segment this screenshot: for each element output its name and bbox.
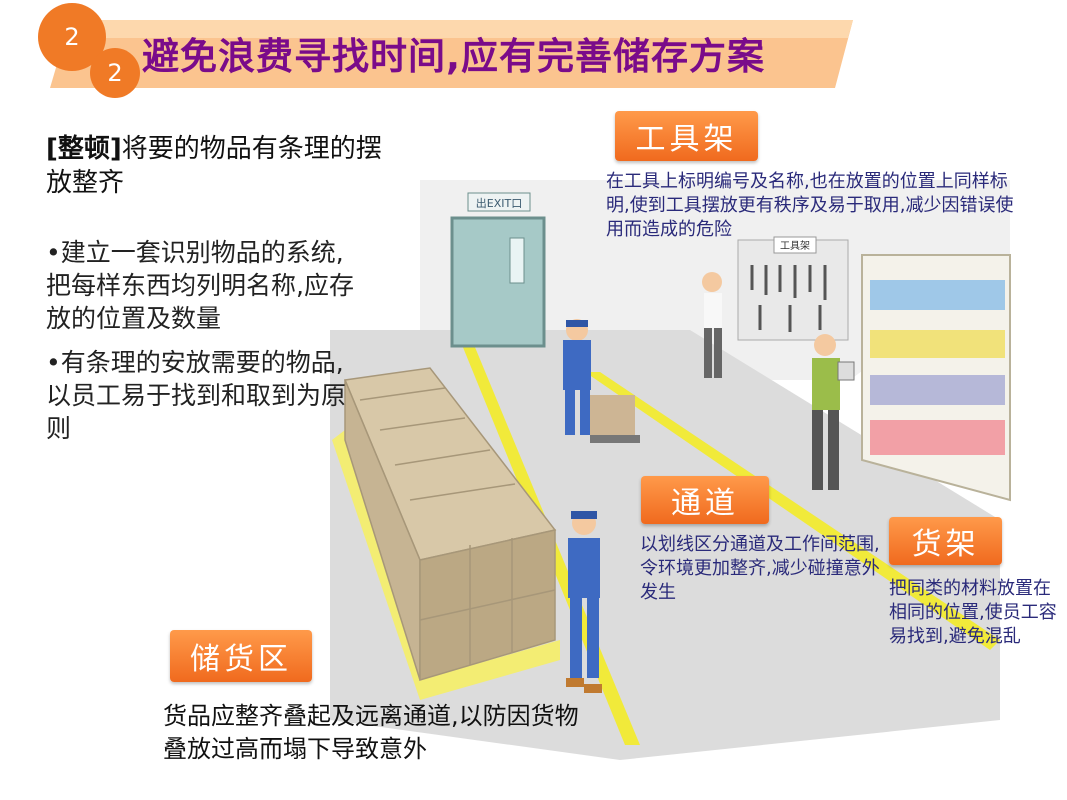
aisle-line-right (585, 372, 1000, 650)
bullet-item-1: •建立一套识别物品的系统,把每样东西均列明名称,应存放的位置及数量 (46, 238, 354, 333)
bullet-item-2: •有条理的安放需要的物品,以员工易于找到和取到为原则 (46, 348, 347, 443)
shelf-rolls (870, 280, 1005, 455)
svg-text:出EXIT口: 出EXIT口 (476, 196, 522, 210)
exit-door-frame (450, 216, 546, 348)
worker-at-boxes (566, 511, 602, 693)
page-title: 避免浪费寻找时间,应有完善储存方案 (142, 35, 766, 78)
stacked-boxes (343, 367, 557, 682)
intro-body: 将要的物品有条理的摆放整齐 (46, 134, 382, 198)
svg-text:工具架: 工具架 (780, 240, 810, 252)
tag-storage-area: 储货区 (170, 630, 312, 682)
worker-with-cart (563, 319, 640, 443)
worker-with-clipboard (812, 334, 855, 490)
subsection-number: 2 (107, 59, 123, 87)
tool-rack-description: 在工具上标明编号及名称,也在放置的位置上同样标明,使到工具摆放更有秩序及易于取用… (606, 171, 1014, 240)
shelf-description: 把同类的材料放置在相同的位置,使员工容易找到,避免混乱 (889, 578, 1057, 647)
subsection-number-circle: 2 (90, 48, 140, 98)
pallet (332, 430, 560, 700)
worker-at-tool-board (702, 272, 722, 378)
tag-tool-rack: 工具架 (615, 111, 758, 161)
tag-shelf: 货架 (889, 517, 1002, 565)
storage-area-description: 货品应整齐叠起及远离通道,以防因货物叠放过高而塌下导致意外 (163, 702, 579, 763)
tag-aisle: 通道 (641, 476, 769, 524)
aisle-description: 以划线区分通道及工作间范围,令环境更加整齐,减少碰撞意外发生 (640, 534, 880, 603)
intro-label: [整顿] (46, 134, 122, 164)
tool-board (737, 239, 849, 341)
intro-text: [整顿]将要的物品有条理的摆放整齐 (46, 132, 406, 200)
section-number: 2 (64, 23, 80, 51)
exit-sign (467, 192, 531, 212)
